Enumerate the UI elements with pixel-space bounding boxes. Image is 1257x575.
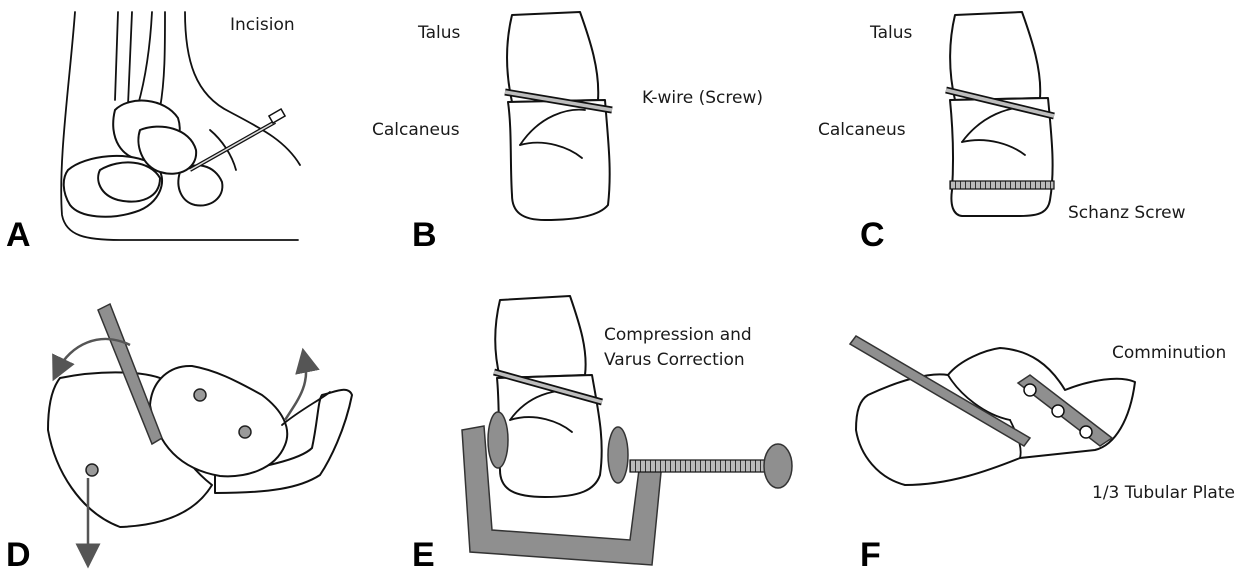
- panel-letter-e: E: [412, 536, 435, 570]
- panel-letter-c: C: [860, 216, 885, 254]
- panel-a: Incision A: [6, 12, 300, 254]
- panel-d: D: [6, 304, 352, 570]
- plate-hole: [1024, 384, 1036, 396]
- clamp-pad: [608, 427, 628, 483]
- label-talus: Talus: [417, 23, 460, 43]
- label-tubular-plate: 1/3 Tubular Plate: [1092, 483, 1235, 503]
- schanz-screw: [950, 181, 1054, 189]
- label-calcaneus: Calcaneus: [372, 120, 460, 140]
- plate-hole: [1080, 426, 1092, 438]
- panel-letter-a: A: [6, 216, 31, 254]
- panel-letter-f: F: [860, 536, 881, 570]
- panel-f: Comminution 1/3 Tubular Plate F: [850, 336, 1235, 570]
- curved-arrow-icon: [285, 360, 306, 420]
- talus-calcaneus-illustration: [507, 12, 610, 220]
- threaded-rod: [630, 460, 775, 472]
- label-schanz-screw: Schanz Screw: [1068, 203, 1186, 223]
- label-calcaneus: Calcaneus: [818, 120, 906, 140]
- scalpel-icon: [190, 109, 285, 170]
- label-compression-2: Varus Correction: [604, 350, 745, 370]
- label-talus: Talus: [869, 23, 912, 43]
- label-compression-1: Compression and: [604, 325, 752, 345]
- panel-e: Compression and Varus Correction E: [412, 296, 792, 570]
- plate-hole: [1052, 405, 1064, 417]
- pin-marker: [239, 426, 251, 438]
- clamp-pad: [488, 412, 508, 468]
- panel-letter-d: D: [6, 536, 31, 570]
- pin-marker: [194, 389, 206, 401]
- clamp-knob: [764, 444, 792, 488]
- panel-letter-b: B: [412, 216, 437, 254]
- panel-b: Talus Calcaneus K-wire (Screw) B: [372, 12, 763, 254]
- panel-c: Talus Calcaneus Schanz Screw C: [818, 12, 1186, 254]
- label-comminution: Comminution: [1112, 343, 1226, 363]
- label-k-wire: K-wire (Screw): [642, 88, 763, 108]
- pin-marker: [86, 464, 98, 476]
- label-incision: Incision: [230, 15, 295, 35]
